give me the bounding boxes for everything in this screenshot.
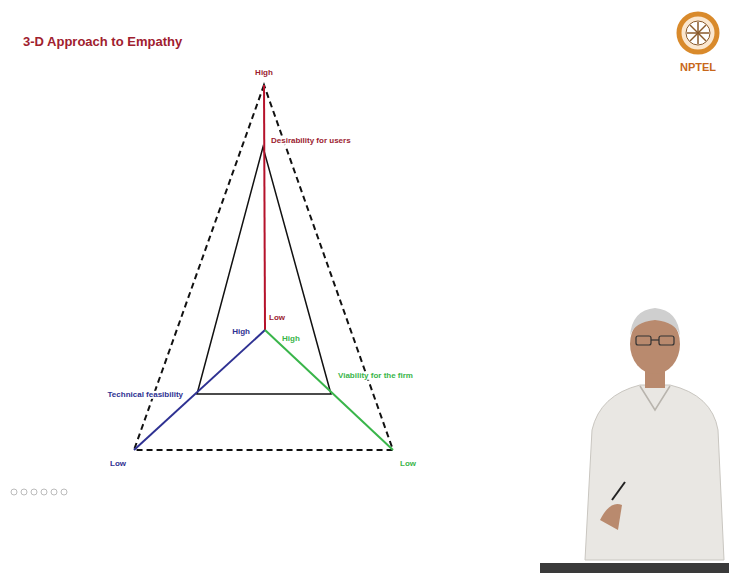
axis-end-label: Low xyxy=(268,314,286,322)
axis-end-label: Low xyxy=(399,460,417,468)
axis-name: Viability for the firm xyxy=(337,372,414,380)
axis-end-label: High xyxy=(281,335,301,343)
viability-axis xyxy=(265,330,393,450)
logo-emblem xyxy=(679,14,717,52)
desirability-axis xyxy=(264,85,265,330)
axis-end-label: Low xyxy=(109,460,127,468)
logo-text: NPTEL xyxy=(679,62,717,74)
axis-name: Technical feasibility xyxy=(107,391,184,399)
axis-end-label: High xyxy=(254,69,274,77)
slide-title: 3-D Approach to Empathy xyxy=(22,35,183,49)
presenter-figure xyxy=(540,308,729,573)
axis-end-label: High xyxy=(231,328,251,336)
axis-name: Desirability for users xyxy=(270,137,352,145)
nav-icons xyxy=(11,489,67,495)
